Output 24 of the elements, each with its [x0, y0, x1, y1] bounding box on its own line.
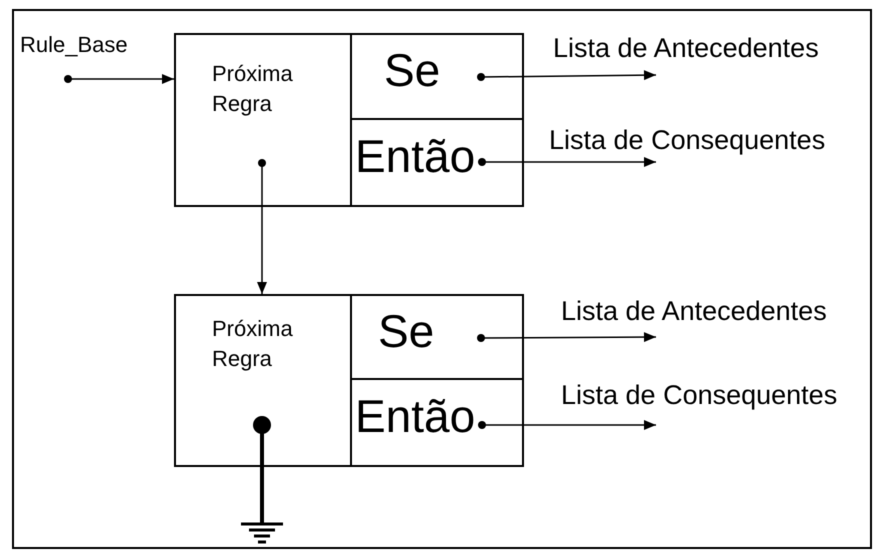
arrow: [478, 157, 656, 167]
list-label: Lista de Antecedentes: [553, 32, 819, 66]
list-label: Lista de Consequentes: [561, 379, 838, 413]
ground-line: [253, 416, 271, 519]
arrow: [64, 74, 174, 84]
cell-text: Então: [355, 133, 476, 179]
cell-text: Próxima Regra: [212, 315, 294, 373]
cell-text: Se: [378, 308, 434, 354]
record-cell: [350, 118, 524, 207]
record-cell: [174, 294, 352, 467]
record-cell: [350, 378, 524, 467]
arrow: [478, 420, 656, 430]
list-label: Rule_Base: [20, 31, 128, 58]
arrow: [477, 70, 656, 81]
arrow: [477, 332, 656, 342]
record-cell: [350, 294, 524, 380]
arrow: [257, 159, 267, 294]
list-label: Lista de Consequentes: [549, 124, 826, 158]
record-cell: [174, 33, 352, 207]
cell-text: Então: [355, 393, 476, 439]
cell-text: Próxima Regra: [212, 60, 294, 118]
cell-text: Se: [384, 47, 440, 93]
record-cell: [350, 33, 524, 120]
list-label: Lista de Antecedentes: [561, 295, 827, 329]
